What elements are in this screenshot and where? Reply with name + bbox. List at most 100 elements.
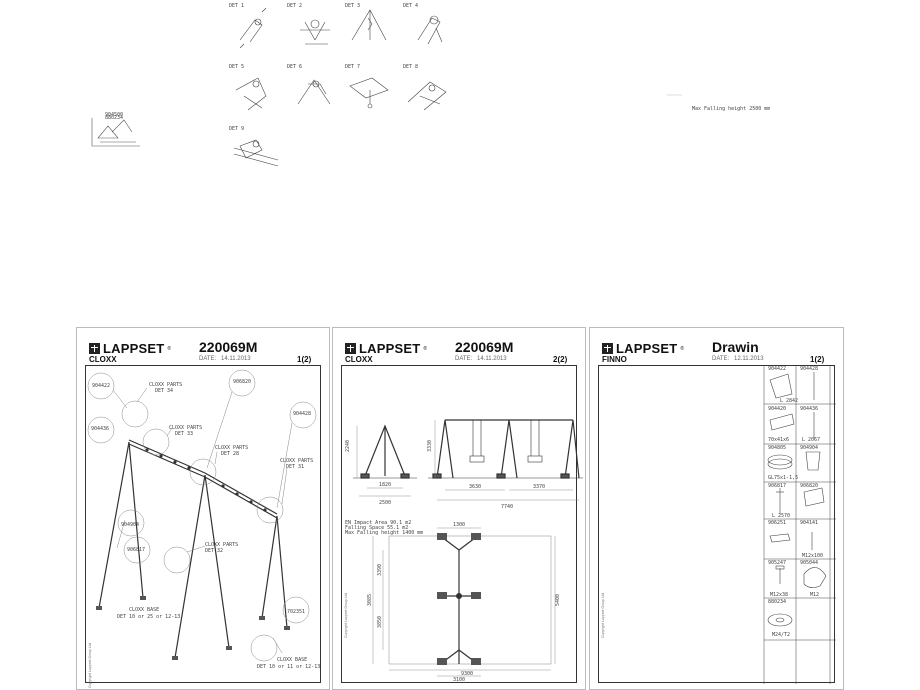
- part-note: L 2842: [780, 398, 798, 404]
- dim-value: 1300: [453, 522, 465, 528]
- part-code: 905247: [768, 560, 786, 566]
- drawing-sheet-1: LAPPSET® 220069M CLOXX DATE: 14.11.2013 …: [76, 327, 330, 690]
- dim-value: 3370: [533, 484, 545, 490]
- part-note: L 2570: [772, 513, 790, 519]
- impact-area-note: EN Impact Area 90.1 m2: [345, 520, 411, 526]
- part-callout: 904428: [293, 411, 311, 417]
- part-callout: 904904: [121, 522, 139, 528]
- callout-text: DET 34: [155, 388, 173, 394]
- callout-text: DET 10 or 25 or 12-13: [117, 614, 180, 620]
- callout-text: DET 10 or 11 or 12-13: [257, 664, 320, 670]
- part-code: 904904: [800, 445, 818, 451]
- callout-text: CLOXX BASE: [129, 607, 159, 613]
- det-8-drawing: [407, 81, 447, 111]
- front-elevation: [428, 419, 583, 479]
- part-code: 904420: [768, 406, 786, 412]
- part-code: 904428: [800, 366, 818, 372]
- callout-text: CLOXX PARTS: [280, 458, 313, 464]
- part-note: M12: [810, 592, 819, 598]
- det-label-7: DET 7: [345, 64, 360, 70]
- det-3-drawing: [351, 9, 387, 41]
- part-code: 904141: [800, 520, 818, 526]
- svg-text:904500: 904500: [105, 112, 123, 118]
- date-value: 14.11.2013: [221, 356, 251, 362]
- part-code: 906251: [768, 520, 786, 526]
- brand-name: LAPPSET: [359, 341, 421, 356]
- drawing-frame: [85, 365, 321, 683]
- part-callout: 904422: [92, 383, 110, 389]
- swing-assembly-drawing: 904422 906820 904428 904436 904904 90681…: [87, 369, 320, 670]
- det-label-4: DET 4: [403, 3, 418, 9]
- det-2-drawing: [300, 19, 330, 45]
- logo-mark-icon: [345, 343, 356, 354]
- part-code: 906820: [800, 483, 818, 489]
- dim-value: 9300: [461, 671, 473, 677]
- dim-value: 7740: [501, 504, 513, 510]
- det-7-drawing: [349, 77, 389, 109]
- product-name: CLOXX: [345, 355, 373, 364]
- part-note: M12x38: [770, 592, 788, 598]
- part-callout: 904436: [91, 426, 109, 432]
- part-code: 880234: [768, 599, 786, 605]
- max-falling-height-note: Max Falling height 2500 mm: [692, 106, 770, 112]
- ground-detail-drawing: 904500 880234: [91, 112, 140, 147]
- date-value: 14.11.2013: [477, 356, 507, 362]
- part-code: 904422: [768, 366, 786, 372]
- det-9-drawing: [233, 139, 279, 167]
- det-label-5: DET 5: [229, 64, 244, 70]
- product-code: 220069M: [455, 339, 514, 355]
- callout-text: CLOXX PARTS: [169, 425, 202, 431]
- drawing-sheet-3: LAPPSET® Drawin FINNO DATE: 12.11.2013 1…: [589, 327, 844, 690]
- product-code: Drawin: [712, 339, 759, 355]
- product-code: 220069M: [199, 339, 258, 355]
- page-number: 1(2): [810, 355, 825, 364]
- dim-value: 1820: [379, 482, 391, 488]
- det-1-drawing: [239, 7, 267, 49]
- drawing-frame: [341, 365, 577, 683]
- det-label-6: DET 6: [287, 64, 302, 70]
- dim-value: 5400: [555, 594, 561, 606]
- dim-value: 2500: [379, 500, 391, 506]
- callout-text: CLOXX PARTS: [149, 382, 182, 388]
- lappset-logo: LAPPSET®: [602, 341, 684, 356]
- date-label: DATE:: [712, 356, 730, 362]
- part-note: M24/T2: [772, 632, 790, 638]
- date-label: DATE:: [199, 356, 217, 362]
- det-label-1: DET 1: [229, 3, 244, 9]
- callout-text: DET 28: [221, 451, 239, 457]
- dimension-drawings: 2240 1820 2500 3330 3630 3370 7740 EN Im…: [345, 419, 583, 683]
- dim-value: 2240: [345, 440, 351, 452]
- part-code: 904436: [800, 406, 818, 412]
- drawing-frame: [598, 365, 835, 683]
- dim-value: 3330: [427, 440, 433, 452]
- part-note: GL75x1-1,5: [768, 475, 798, 481]
- callout-text: DET 33: [175, 431, 193, 437]
- product-name: CLOXX: [89, 355, 117, 364]
- brand-name: LAPPSET: [616, 341, 678, 356]
- dim-value: 3390: [377, 564, 383, 576]
- dim-value: 3085: [367, 594, 373, 606]
- part-code: 906817: [768, 483, 786, 489]
- page-number: 2(2): [553, 355, 568, 364]
- part-callout: 702351: [287, 609, 305, 615]
- lappset-logo: LAPPSET®: [345, 341, 427, 356]
- det-label-2: DET 2: [287, 3, 302, 9]
- part-note: 70x41x6: [768, 437, 789, 443]
- side-elevation: [353, 424, 417, 479]
- callout-text: CLOXX PARTS: [215, 445, 248, 451]
- part-code: 905044: [800, 560, 818, 566]
- part-callout: 906820: [233, 379, 251, 385]
- dim-value: 3850: [377, 616, 383, 628]
- falling-height-note: Max Falling height 1400 mm: [345, 530, 423, 536]
- date-value: 12.11.2013: [734, 356, 764, 362]
- callout-text: CLOXX BASE: [277, 657, 307, 663]
- det-6-drawing: [297, 79, 331, 105]
- det-label-3: DET 3: [345, 3, 360, 9]
- part-callout: 906817: [127, 547, 145, 553]
- date-label: DATE:: [455, 356, 473, 362]
- dim-value: 3100: [453, 677, 465, 683]
- callout-text: DET 32: [205, 548, 223, 554]
- dim-value: 3630: [469, 484, 481, 490]
- det-4-drawing: [417, 15, 443, 45]
- part-note: M12x100: [802, 553, 823, 559]
